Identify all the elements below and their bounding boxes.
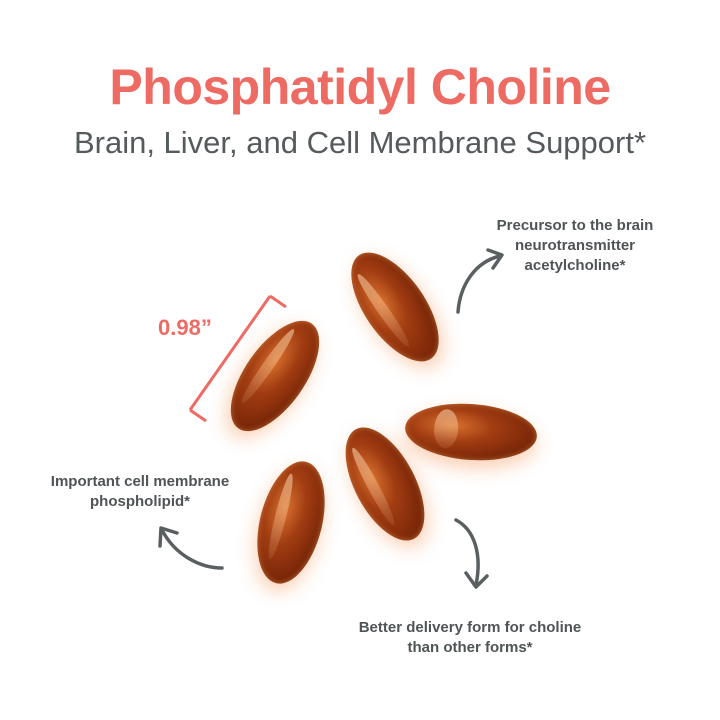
callout-line: Important cell membrane — [50, 473, 230, 490]
callout-line: acetylcholine* — [524, 257, 626, 274]
arrow-down-icon — [454, 518, 489, 589]
callout-line: neurotransmitter — [514, 237, 636, 254]
callout-delivery: Better delivery form for choline than ot… — [320, 618, 620, 658]
callout-line: phospholipid* — [90, 493, 190, 510]
size-bracket — [188, 294, 287, 423]
callout-brain: Precursor to the brain neurotransmitter … — [480, 216, 670, 276]
arrow-left-icon — [158, 526, 224, 570]
product-title: Phosphatidyl Choline — [109, 59, 611, 115]
callout-membrane: Important cell membrane phospholipid* — [20, 472, 260, 512]
callout-line: than other forms* — [407, 639, 533, 656]
callout-line: Precursor to the brain — [496, 217, 654, 234]
callout-line: Better delivery form for choline — [358, 619, 582, 636]
product-subtitle: Brain, Liver, and Cell Membrane Support* — [73, 125, 647, 160]
size-measurement: 0.98” — [158, 315, 212, 340]
arrow-up-right-icon — [456, 248, 504, 314]
